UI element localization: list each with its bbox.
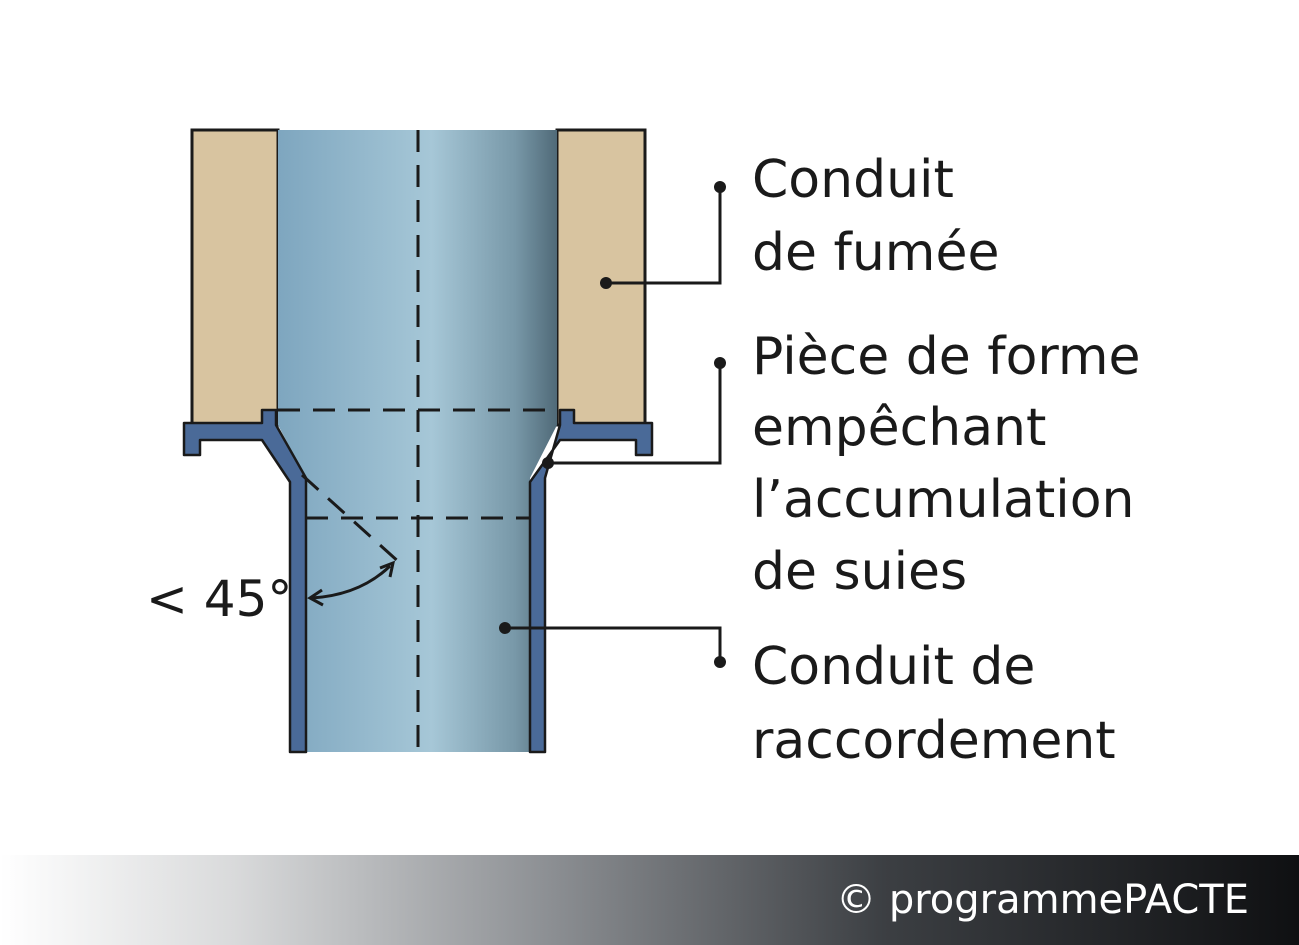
label-conduit-raccordement-line2: raccordement bbox=[752, 711, 1116, 771]
label-conduit-fumee: Conduit de fumée bbox=[752, 150, 999, 283]
shaped-fitting bbox=[182, 408, 654, 754]
masonry-left bbox=[190, 128, 280, 427]
label-piece-forme: Pièce de forme empêchant l’accumulation … bbox=[752, 327, 1157, 602]
label-piece-forme-line2: empêchant bbox=[752, 398, 1046, 458]
label-piece-forme-line4: de suies bbox=[752, 542, 967, 602]
masonry-right bbox=[555, 128, 647, 427]
label-conduit-fumee-line1: Conduit bbox=[752, 150, 954, 210]
chimney-diagram: < 45° Conduit de fumée Pièce de forme em… bbox=[146, 128, 1157, 771]
angle-label: < 45° bbox=[146, 570, 292, 628]
copyright-text: © programmePACTE bbox=[836, 877, 1249, 923]
label-conduit-raccordement-line1: Conduit de bbox=[752, 637, 1035, 697]
dashed-lines bbox=[278, 130, 557, 752]
pipe-interior bbox=[278, 130, 557, 752]
leader-dots bbox=[499, 181, 726, 668]
footer-bar: © programmePACTE bbox=[0, 855, 1299, 945]
label-conduit-fumee-line2: de fumée bbox=[752, 223, 999, 283]
label-piece-forme-line3: l’accumulation bbox=[752, 470, 1135, 530]
label-piece-forme-line1: Pièce de forme bbox=[752, 327, 1141, 387]
leader-lines bbox=[505, 187, 722, 662]
angle-arc bbox=[307, 560, 396, 607]
label-conduit-raccordement: Conduit de raccordement bbox=[752, 637, 1116, 771]
